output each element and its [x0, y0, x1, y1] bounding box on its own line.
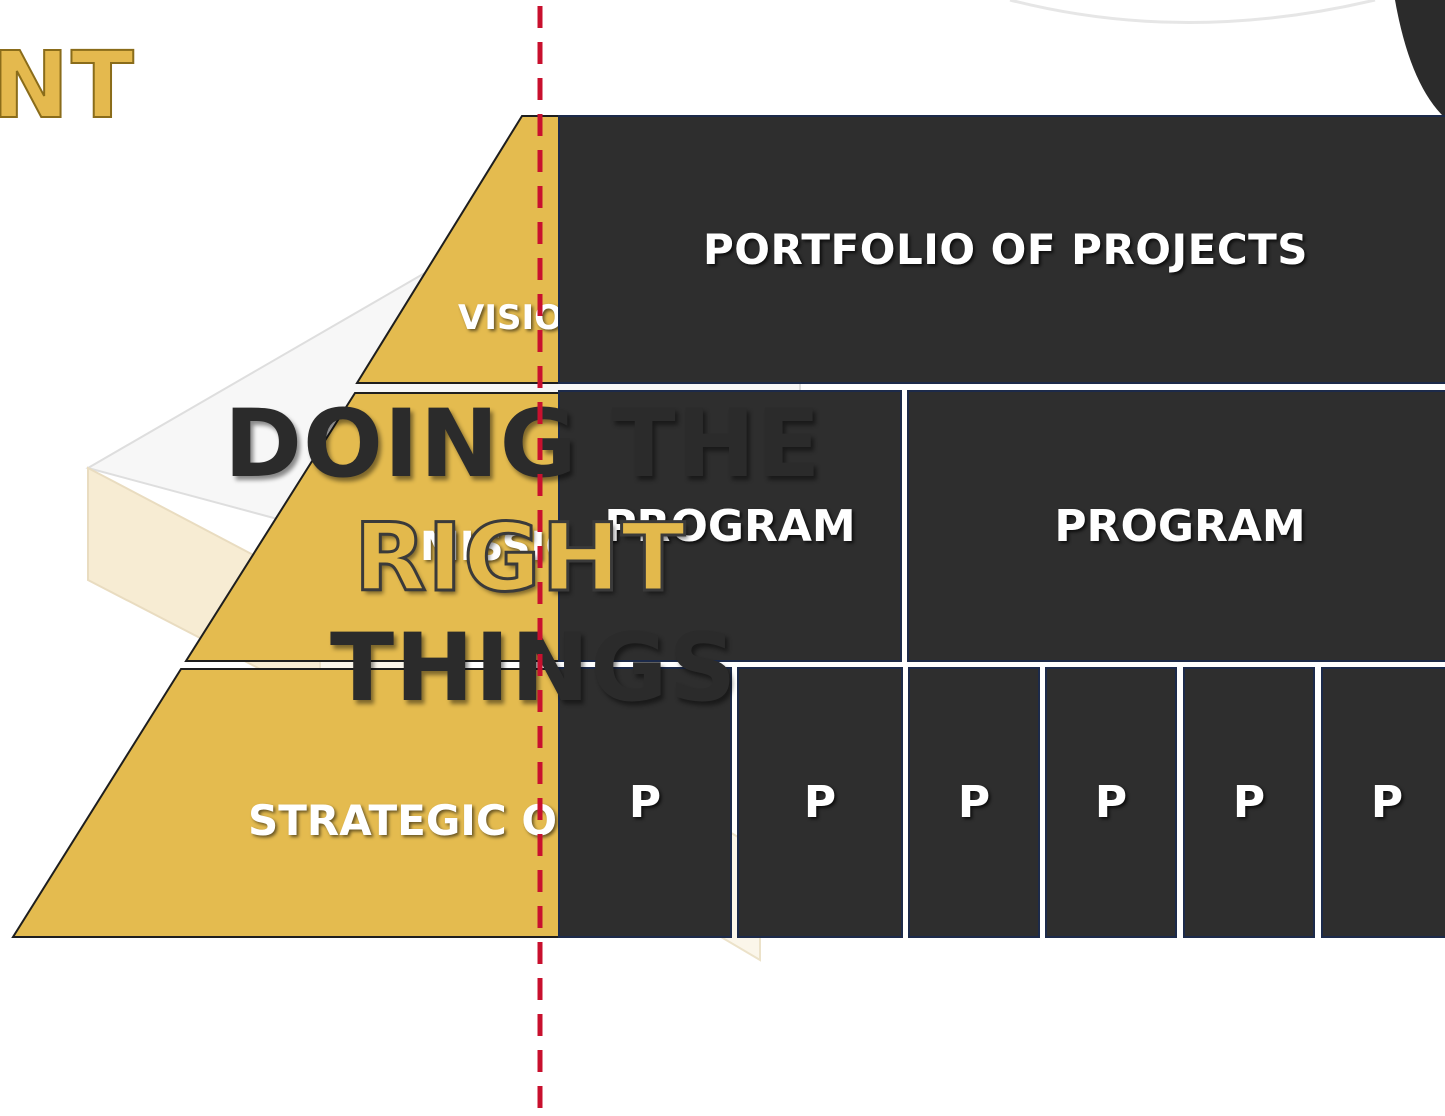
overlay-headline-line-1: DOING THE	[224, 390, 822, 499]
pyramid-tier-label: STRATEGIC O	[248, 796, 558, 845]
overlay-headline-line-2: RIGHT	[352, 504, 687, 613]
decorative-arc	[1009, 0, 1376, 24]
project-cell: P	[1321, 667, 1445, 938]
overlay-headline-line-3: THINGS	[330, 614, 738, 723]
project-cell: P	[558, 667, 732, 938]
project-cell: P	[1183, 667, 1315, 938]
pyramid-tier-label: MISSION	[420, 524, 560, 570]
project-cell: P	[737, 667, 903, 938]
decorative-dark-disc	[1395, 0, 1445, 118]
project-cell: P	[1045, 667, 1177, 938]
project-cell: P	[908, 667, 1040, 938]
page-heading-fragment: NT	[0, 32, 136, 139]
program-panel: PROGRAM	[907, 390, 1445, 662]
portfolio-panel: PORTFOLIO OF PROJECTS	[558, 115, 1445, 384]
program-panel: PROGRAM	[558, 390, 902, 662]
